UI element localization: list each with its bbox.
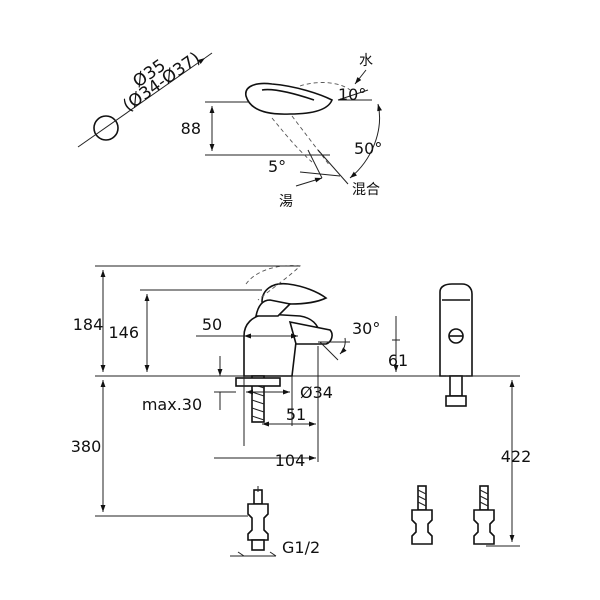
hot-direction-arrow <box>295 177 323 187</box>
front-shank <box>449 375 463 397</box>
label-mix: 混合 <box>352 182 380 198</box>
spout-angle-value: 30° <box>352 319 380 338</box>
hole-diameter-leader <box>77 57 206 148</box>
front-hose-left <box>411 485 433 545</box>
label-cold: 水 <box>359 53 373 69</box>
spout-offset-value: 50 <box>202 315 222 334</box>
hose-connector <box>247 503 269 541</box>
connection-value: G1/2 <box>282 538 320 557</box>
front-hose-right <box>473 485 495 545</box>
angle-cold-value: 10° <box>338 85 366 104</box>
hole-diameter-range: (Ø34-Ø37) <box>119 48 204 116</box>
mix-angle-arc <box>349 103 382 179</box>
cold-direction-arrow <box>354 69 367 85</box>
deck-thickness-value: max.30 <box>142 395 202 414</box>
lever-height-value: 88 <box>181 119 201 138</box>
total-height-value: 184 <box>73 315 104 334</box>
projection-value: 104 <box>275 451 306 470</box>
front-view: 422 <box>411 283 532 547</box>
faucet-spout <box>288 320 333 345</box>
mounting-nut <box>235 377 281 387</box>
angle-hot-value: 5° <box>268 157 286 176</box>
lever-height-value-side: 146 <box>108 323 139 342</box>
mounting-hole-symbol <box>93 115 119 141</box>
spout-height-value: 61 <box>388 351 408 370</box>
faucet-front-body <box>439 283 473 377</box>
lever-angle-detail: 88 水 10° 50° 混合 5° 湯 <box>181 53 383 210</box>
hose-length-value: 380 <box>71 437 102 456</box>
side-view: 184 146 50 30° 61 max.30 Ø34 <box>71 265 520 557</box>
faucet-body <box>243 313 321 377</box>
front-hose-length-value: 422 <box>501 447 532 466</box>
hole-value: Ø34 <box>300 383 333 402</box>
centre-to-spout-value: 51 <box>286 405 306 424</box>
lever-handle <box>245 82 334 115</box>
angle-mix-value: 50° <box>354 139 382 158</box>
label-hot: 湯 <box>279 193 293 210</box>
